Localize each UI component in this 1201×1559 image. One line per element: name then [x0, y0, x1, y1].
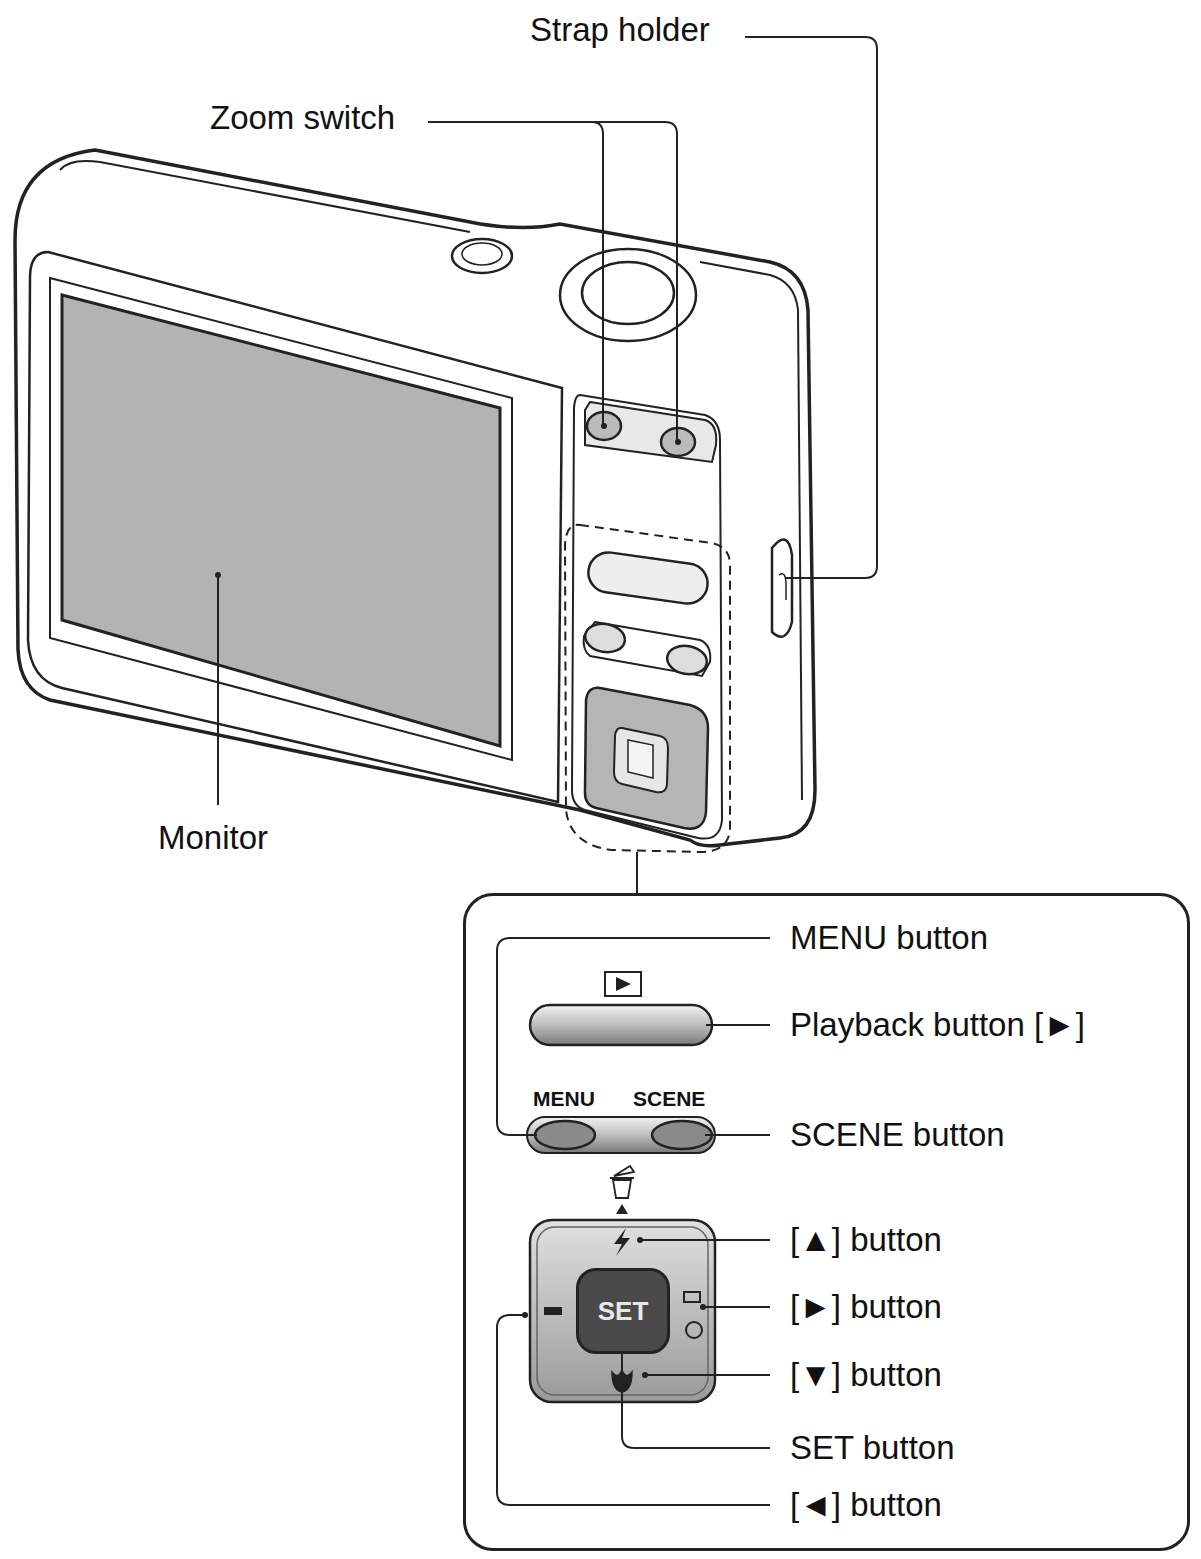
callout-label: [◄] button — [790, 1488, 942, 1521]
shutter-button — [582, 262, 674, 324]
leader-line — [428, 122, 677, 440]
set-button-drawing — [614, 728, 668, 792]
menu-scene-band — [527, 1117, 715, 1153]
set-button: SET — [576, 1268, 670, 1354]
menu-button — [583, 621, 627, 656]
callout-label: [▼] button — [790, 1358, 942, 1391]
leader-line — [706, 1024, 770, 1026]
mode-dial — [560, 249, 696, 341]
power-button-inner — [462, 243, 502, 265]
part-label: Monitor — [158, 821, 268, 854]
leader-line — [217, 575, 219, 805]
strap-holder-slot — [779, 574, 786, 600]
monitor-bezel — [50, 278, 512, 760]
callout-label: SET button — [790, 1431, 955, 1464]
self-timer-icon — [686, 1322, 702, 1338]
power-button — [452, 239, 512, 273]
callout-label: SCENE button — [790, 1118, 1005, 1151]
leader-dot — [522, 1312, 528, 1318]
back-panel — [28, 252, 562, 802]
leader-dot — [642, 1372, 648, 1378]
part-label: Strap holder — [530, 13, 710, 46]
flash-icon — [614, 1228, 630, 1256]
delete-icon — [610, 1166, 634, 1198]
callout-label: MENU button — [790, 921, 988, 954]
playback-button — [586, 550, 710, 606]
leader-dot — [675, 439, 681, 445]
strap-holder — [772, 539, 792, 636]
leader-dot — [700, 1304, 706, 1310]
menu-button — [535, 1121, 595, 1149]
playback-icon — [616, 977, 631, 991]
leader-line — [645, 1374, 770, 1376]
leader-line — [745, 37, 877, 578]
monitor-screen — [62, 295, 500, 746]
zoom-switch-housing — [585, 402, 716, 462]
callout-inset: MENU buttonPlayback button [►] MENU SCENE S… — [463, 893, 1190, 1551]
leader-dot — [601, 423, 607, 429]
button-caption: MENU — [533, 1088, 595, 1109]
dpad — [585, 688, 708, 829]
scene-button — [665, 643, 709, 678]
set-button-face — [628, 740, 653, 778]
control-strip — [572, 395, 722, 839]
leader-line — [640, 1239, 770, 1241]
button-text: SET — [598, 1298, 649, 1324]
leader-line — [705, 1134, 770, 1136]
leader-line — [497, 938, 770, 1135]
playback-icon-box — [605, 972, 641, 996]
scene-button — [652, 1121, 712, 1149]
callout-label: [►] button — [790, 1290, 942, 1323]
part-label: Zoom switch — [210, 101, 395, 134]
playback-button — [530, 1005, 712, 1045]
leader-line — [703, 1306, 770, 1308]
exposure-icon — [544, 1307, 562, 1315]
callout-label: [▲] button — [790, 1223, 942, 1256]
dashed-callout-region — [565, 525, 730, 852]
leader-dot — [637, 1237, 643, 1243]
burst-icon — [684, 1292, 700, 1302]
leader-dot — [215, 572, 221, 578]
button-caption: SCENE — [633, 1088, 705, 1109]
leader-line — [636, 852, 638, 893]
up-arrow-mark — [616, 1204, 628, 1214]
callout-label: Playback button [►] — [790, 1008, 1085, 1041]
camera-body — [15, 150, 815, 846]
